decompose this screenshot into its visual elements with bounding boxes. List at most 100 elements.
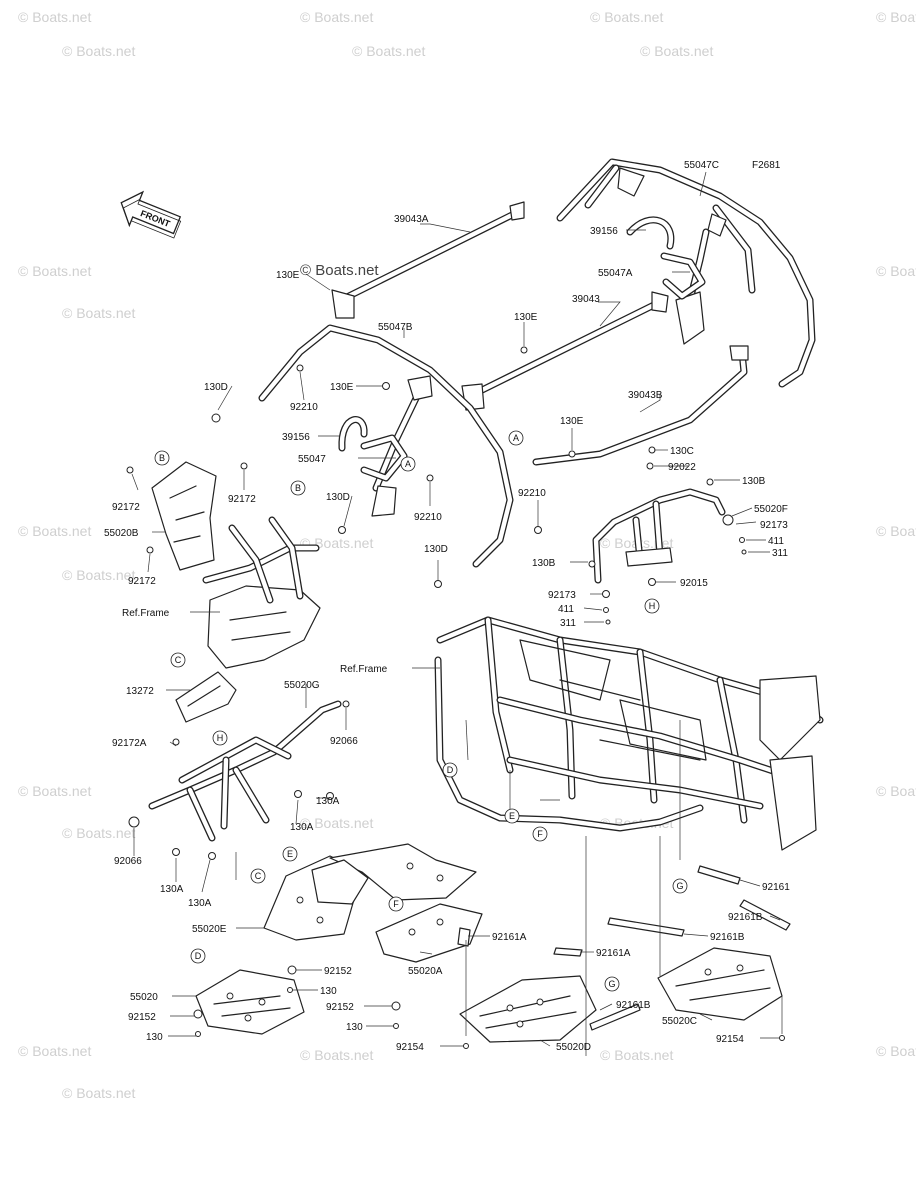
svg-text:G: G [608, 979, 615, 989]
svg-text:B: B [295, 483, 301, 493]
svg-text:G: G [676, 881, 683, 891]
grab-handle-39156-top [626, 216, 675, 250]
watermark-text: © Boats.net [300, 9, 373, 25]
watermark-text: © Boats.net [62, 43, 135, 59]
part-label: 55047A [598, 268, 633, 279]
part-label: 130 [146, 1032, 163, 1043]
watermark-text: © Boats.net [62, 305, 135, 321]
leader-lines [131, 171, 783, 1056]
part-label: 92173 [548, 590, 576, 601]
callout-C: C [250, 868, 266, 884]
part-label: 92066 [114, 856, 142, 867]
callout-D: D [190, 948, 206, 964]
part-label: 92022 [668, 462, 696, 473]
part-label: 130B [532, 558, 556, 569]
part-label: 92161 [762, 882, 790, 893]
part-label: 92161B [616, 1000, 651, 1011]
skid-plate-55020C [657, 947, 783, 1021]
part-label: 130A [290, 822, 314, 833]
part-label: 13272 [126, 686, 154, 697]
watermark-text: © Boats.net [352, 43, 425, 59]
part-label: 55020A [408, 966, 443, 977]
part-label: 55047C [684, 160, 719, 171]
part-label: 92154 [396, 1042, 424, 1053]
skid-plate-55020D [459, 975, 597, 1043]
callout-E: E [282, 846, 298, 862]
part-label: 92210 [414, 512, 442, 523]
callout-B: B [290, 480, 306, 496]
callout-E: E [504, 808, 520, 824]
part-label: 92172 [228, 494, 256, 505]
part-label: 55047B [378, 322, 413, 333]
part-label: 39043B [628, 390, 663, 401]
watermark-text: © Boats.net [300, 262, 379, 279]
svg-text:F: F [537, 829, 543, 839]
svg-text:D: D [447, 765, 454, 775]
part-label: 55020G [284, 680, 320, 691]
part-label: 39156 [590, 226, 618, 237]
watermark-text: © Boats.net [18, 263, 91, 279]
callout-circles: A A B B C C D D E E F F G G H H [154, 430, 688, 992]
part-label: 92161A [492, 932, 527, 943]
brace-39043B [532, 345, 749, 466]
skid-plate-55020E [263, 843, 477, 941]
part-label: 130C [670, 446, 694, 457]
watermark-text: © Boats.net [590, 9, 663, 25]
part-label: 92172A [112, 738, 147, 749]
part-label: 55020F [754, 504, 788, 515]
part-label: 92172 [128, 576, 156, 587]
watermark-text: © Boats.net [640, 43, 713, 59]
part-label: 130E [560, 416, 584, 427]
watermark-text: © Boats.net [876, 523, 916, 539]
grab-handle-39156-left [338, 416, 368, 452]
part-label: 92152 [324, 966, 352, 977]
part-label: 55020B [104, 528, 139, 539]
part-label: 55020E [192, 924, 227, 935]
part-label: 130D [204, 382, 228, 393]
watermark-text: © Boats.net [62, 567, 135, 583]
watermark-text: © Boats.net [62, 825, 135, 841]
bracket-55020B [151, 461, 217, 571]
part-label: 130E [514, 312, 538, 323]
svg-text:B: B [159, 453, 165, 463]
callout-A: A [400, 456, 416, 472]
callout-H: H [212, 730, 228, 746]
watermark-text: © Boats.net [876, 783, 916, 799]
front-arrow-icon: FRONT [120, 190, 182, 239]
watermark-text: © Boats.net [300, 1047, 373, 1063]
part-label: 92161A [596, 948, 631, 959]
svg-text:A: A [513, 433, 519, 443]
svg-text:A: A [405, 459, 411, 469]
watermark-text: © Boats.net [18, 1043, 91, 1059]
part-label: 92173 [760, 520, 788, 531]
part-label: 130B [742, 476, 766, 487]
seat-bar-frame-55020F [592, 488, 726, 584]
bracket-13272 [175, 671, 237, 723]
svg-text:C: C [175, 655, 182, 665]
main-frame [434, 616, 824, 851]
rubber-strips [457, 865, 791, 1031]
part-label: 130 [320, 986, 337, 997]
watermark-text: © Boats.net [18, 783, 91, 799]
skid-plate-55020 [195, 969, 305, 1035]
callout-G: G [604, 976, 620, 992]
watermark-text: © Boats.net [300, 815, 373, 831]
part-label: 55020 [130, 992, 158, 1003]
part-label: 130A [160, 884, 184, 895]
svg-text:H: H [649, 601, 656, 611]
part-label: 130 [346, 1022, 363, 1033]
svg-text:D: D [195, 951, 202, 961]
watermark-text: © Boats.net [876, 9, 916, 25]
handle-55047 [360, 434, 408, 482]
svg-text:E: E [287, 849, 293, 859]
callout-F: F [532, 826, 548, 842]
part-label: 130A [188, 898, 212, 909]
callout-G: G [672, 878, 688, 894]
part-label: 92161B [728, 912, 763, 923]
callout-B: B [154, 450, 170, 466]
handle-55047A [660, 252, 706, 300]
svg-text:H: H [217, 733, 224, 743]
part-label: 92210 [290, 402, 318, 413]
part-label: 130E [330, 382, 354, 393]
watermark-text: © Boats.net [18, 9, 91, 25]
